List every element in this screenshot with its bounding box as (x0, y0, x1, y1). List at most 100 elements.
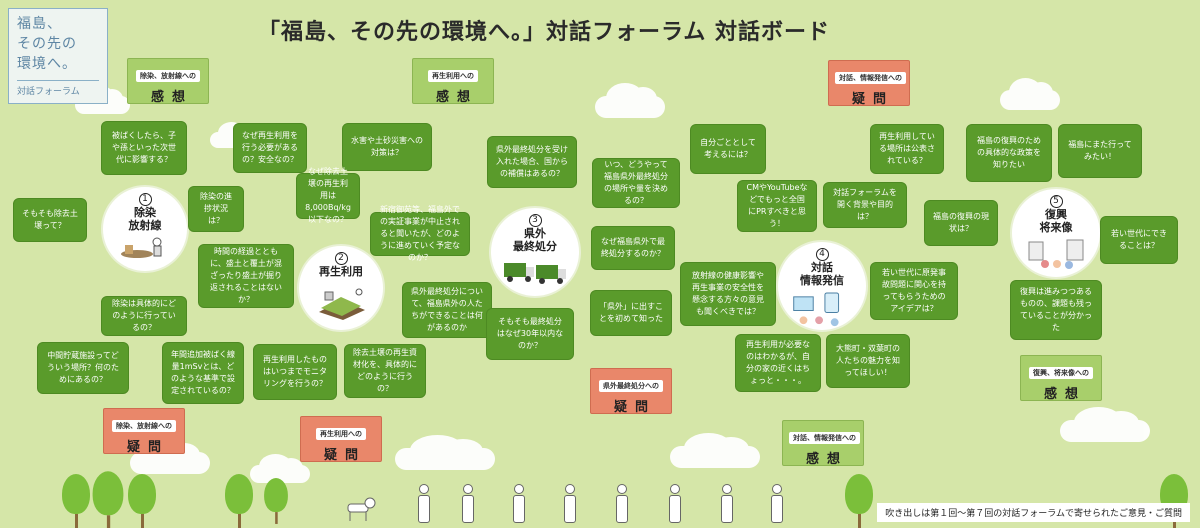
speech-bubble: CMやYouTubeなどでもっと全国にPRすべきと思う！ (737, 180, 817, 232)
logo-line: 福島、 (17, 16, 62, 32)
logo-line: 環境へ。 (17, 56, 77, 72)
topic-name: 対話 情報発信 (800, 261, 844, 287)
topic-name: 復興 将来像 (1039, 208, 1073, 234)
tree-illustration (845, 474, 873, 528)
speech-bubble: 「県外」に出すことを初めて知った (590, 290, 672, 336)
impression-card-decontamination: 除染、放射線への 感想 (127, 58, 209, 105)
card-caption: 除染、放射線への (136, 70, 200, 82)
tree-illustration (128, 474, 156, 528)
card-label: 疑問 (851, 92, 894, 107)
speech-bubble: 中間貯蔵施設ってどういう場所？何のためにあるの？ (37, 342, 129, 394)
online-meeting-icon (793, 292, 840, 327)
tree-illustration (92, 471, 124, 528)
speech-bubble: 除染の進捗状況は？ (188, 186, 244, 232)
cloud (670, 432, 760, 468)
topic-hub-reconstruction: 5 復興 将来像 (1010, 187, 1102, 279)
person-illustration (668, 484, 682, 524)
impression-card-reconstruction: 復興、将来像への 感想 (1020, 355, 1102, 402)
card-label: 疑問 (613, 400, 656, 415)
speech-bubble: 福島にまた行ってみたい！ (1058, 124, 1142, 178)
speech-bubble: 県外最終処分を受け入れた場合、国からの補償はあるの？ (487, 136, 577, 188)
speech-bubble: 大熊町・双葉町の人たちの魅力を知ってほしい！ (826, 334, 910, 388)
speech-bubble: 水害や土砂災害への対策は？ (342, 123, 432, 171)
speech-bubble: 若い世代にできることは？ (1100, 216, 1178, 264)
speech-bubble: 放射線の健康影響や再生事業の安全性を懸念する方々の意見も聞くべきでは？ (680, 262, 776, 326)
decontamination-worker-icon (121, 237, 162, 258)
topic-name: 再生利用 (319, 265, 363, 278)
card-caption: 再生利用への (316, 428, 366, 440)
card-label: 疑問 (323, 448, 366, 463)
topic-hub-dialogue: 4 対話 情報発信 (776, 240, 868, 332)
trucks-icon (504, 263, 566, 284)
cloud (395, 434, 495, 470)
speech-bubble: そもそも除去土壌って？ (13, 198, 87, 242)
cloud (250, 454, 310, 483)
speech-bubble: なぜ除去土壌の再生利用は8,000Bq/kg以下なの？ (296, 167, 360, 224)
cloud (1000, 78, 1060, 110)
speech-bubble: 除染は具体的にどのように行っているの？ (101, 296, 187, 336)
person-illustration (512, 484, 526, 524)
card-label: 感想 (1043, 387, 1086, 402)
question-card-final-disposal: 県外最終処分への 疑問 (590, 368, 672, 415)
speech-bubble: なぜ再生利用を行う必要があるの？安全なの？ (233, 123, 307, 173)
card-label: 感想 (150, 90, 193, 105)
person-illustration (563, 484, 577, 524)
topic-name: 除染 放射線 (128, 206, 162, 232)
topic-number: 4 (815, 248, 829, 261)
speech-bubble: 再生利用している場所は公表されている？ (870, 124, 944, 174)
impression-card-recycling: 再生利用への 感想 (412, 58, 494, 105)
card-caption: 復興、将来像への (1029, 367, 1093, 379)
card-label: 感想 (435, 90, 478, 105)
speech-bubble: 除去土壌の再生資材化を、具体的にどのように行うの？ (344, 344, 426, 398)
speech-bubble: 被ばくしたら、子や孫といった次世代に影響する？ (101, 121, 187, 175)
card-caption: 除染、放射線への (112, 420, 176, 432)
speech-bubble: 時間の経過とともに、盛土と覆土が混ざったり盛土が掘り返されることはないか？ (198, 244, 294, 308)
footnote: 吹き出しは第１回〜第７回の対話フォーラムで寄せられたご意見・ご質問 (877, 503, 1190, 522)
speech-bubble: いつ、どうやって福島県外最終処分の場所や量を決めるの？ (592, 158, 680, 208)
topic-hub-final-disposal: 3 県外 最終処分 (489, 206, 581, 298)
speech-bubble: 福島の復興の現状は？ (924, 200, 998, 246)
logo-subtitle: 対話フォーラム (17, 80, 99, 97)
question-card-dialogue: 対話、情報発信への 疑問 (828, 60, 910, 107)
topic-number: 3 (528, 214, 542, 227)
dog-illustration (347, 497, 376, 521)
card-label: 疑問 (126, 440, 169, 455)
tree-illustration (62, 474, 90, 528)
card-caption: 県外最終処分への (599, 380, 663, 392)
topic-name: 県外 最終処分 (513, 227, 557, 253)
card-caption: 対話、情報発信への (835, 72, 906, 84)
speech-bubble: 年間追加被ばく線量1mSvとは、どのような基準で設定されているの？ (162, 342, 244, 404)
cloud (1060, 406, 1150, 442)
topic-number: 2 (334, 252, 348, 265)
topic-number: 1 (138, 193, 152, 206)
forum-logo: 福島、 その先の 環境へ。 対話フォーラム (8, 8, 108, 104)
speech-bubble: 新宿御苑等、福島外での実証事業が中止されると聞いたが、どのように進めていく予定な… (370, 205, 470, 262)
speech-bubble: 復興は進みつつあるものの、課題も残っていることが分かった (1010, 280, 1102, 340)
page-title: 「福島、その先の環境へ。」対話フォーラム 対話ボード (258, 20, 831, 45)
card-caption: 対話、情報発信への (789, 432, 860, 444)
topic-hub-decontamination: 1 除染 放射線 (101, 185, 189, 273)
person-illustration (461, 484, 475, 524)
topic-hub-recycling: 2 再生利用 (297, 244, 385, 332)
person-illustration (720, 484, 734, 524)
speech-bubble: 対話フォーラムを開く背景や目的は？ (823, 182, 907, 228)
speech-bubble: 福島の復興のための具体的な政策を知りたい (966, 124, 1052, 182)
speech-bubble: 自分ごととして考えるには？ (690, 124, 766, 174)
question-card-decontamination: 除染、放射線への 疑問 (103, 408, 185, 455)
town-people-icon (1028, 239, 1084, 269)
farmland-icon (319, 288, 365, 320)
speech-bubble: そもそも最終処分はなぜ30年以内なのか？ (486, 308, 574, 360)
person-illustration (770, 484, 784, 524)
tree-illustration (264, 478, 288, 524)
logo-line: その先の (17, 36, 77, 52)
speech-bubble: 再生利用が必要なのはわかるが、自分の家の近くはちょっと・・・。 (735, 334, 821, 392)
question-card-recycling: 再生利用への 疑問 (300, 416, 382, 463)
tree-illustration (225, 474, 253, 528)
topic-number: 5 (1049, 195, 1063, 208)
card-label: 感想 (805, 452, 848, 467)
card-caption: 再生利用への (428, 70, 478, 82)
person-illustration (615, 484, 629, 524)
speech-bubble: なぜ福島県外で最終処分するのか？ (591, 226, 675, 270)
person-illustration (417, 484, 431, 524)
